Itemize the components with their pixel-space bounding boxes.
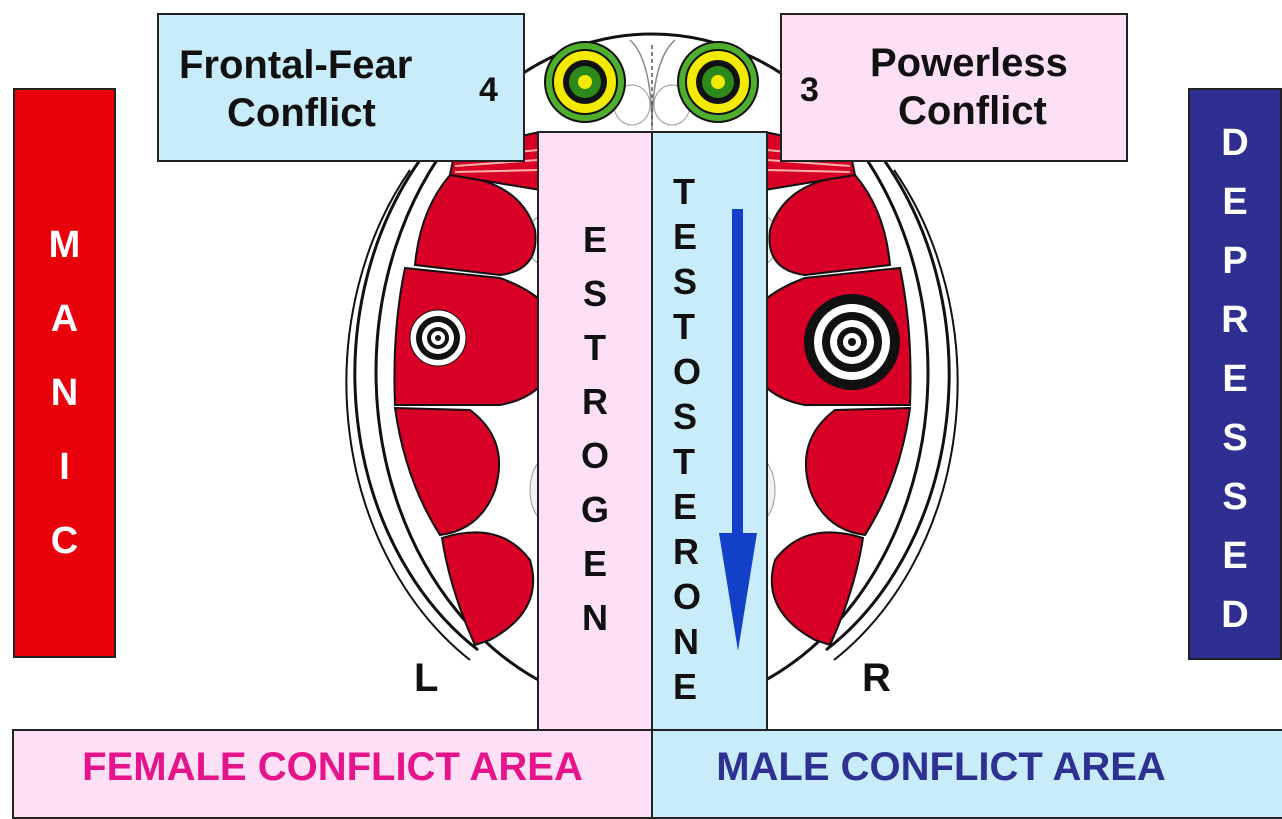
left-lobe-4 [440, 531, 535, 647]
testosterone-letter: E [673, 216, 698, 257]
estrogen-letter: T [584, 327, 606, 368]
testosterone-down-arrow-icon [719, 209, 757, 651]
manic-letter: I [59, 446, 70, 488]
right-lobe-3 [804, 406, 912, 537]
right-lobe-1 [768, 173, 892, 277]
frontal-fear-number: 4 [479, 71, 498, 109]
manic-letter: M [48, 224, 81, 266]
estrogen-letter: E [582, 219, 607, 260]
manic-letter: N [50, 372, 79, 414]
manic-letter: C [50, 520, 79, 562]
depressed-letter: P [1222, 240, 1248, 282]
testosterone-letter: T [673, 306, 695, 347]
depressed-letter: S [1222, 476, 1248, 518]
left-hemisphere-lobes [393, 173, 562, 647]
testosterone-column: T E S T O S T E R O N E [651, 131, 768, 731]
testosterone-letter: S [673, 396, 698, 437]
left-hemisphere-label: L [414, 656, 439, 700]
testosterone-letter: E [673, 666, 698, 707]
powerless-conflict-box: 3 Powerless Conflict [780, 13, 1128, 162]
female-conflict-area: FEMALE CONFLICT AREA [12, 729, 653, 819]
manic-letter: A [50, 298, 79, 340]
testosterone-letter: E [673, 486, 698, 527]
frontal-fear-conflict-box: Frontal-Fear Conflict 4 [157, 13, 525, 162]
depressed-letter: D [1221, 122, 1249, 164]
testosterone-letter: T [673, 441, 695, 482]
depressed-letter: E [1222, 358, 1248, 400]
right-eye-target [677, 41, 759, 123]
estrogen-letter: S [582, 273, 607, 314]
right-large-target [804, 294, 900, 390]
left-eye-target [544, 41, 626, 123]
right-lobe-4 [770, 531, 865, 647]
manic-bar: M A N I C [13, 88, 116, 658]
depressed-letter: E [1222, 535, 1248, 577]
depressed-letter: E [1222, 181, 1248, 223]
left-lobe-1 [413, 173, 537, 277]
frontal-fear-line2: Conflict [227, 91, 376, 135]
estrogen-letter: R [582, 381, 608, 422]
left-small-target [409, 309, 467, 367]
depressed-letter: R [1221, 299, 1249, 341]
testosterone-letter: R [673, 531, 699, 572]
right-hemisphere-label: R [862, 656, 891, 700]
powerless-line1: Powerless [870, 41, 1068, 85]
estrogen-column: E S T R O G E N [537, 131, 653, 731]
powerless-line2: Conflict [898, 89, 1047, 133]
testosterone-letter: N [673, 621, 699, 662]
powerless-number: 3 [800, 71, 819, 109]
estrogen-letter: O [580, 435, 609, 476]
left-inner-ring [353, 159, 479, 652]
female-conflict-label: FEMALE CONFLICT AREA [82, 745, 583, 789]
depressed-letter: D [1221, 594, 1249, 636]
frontal-fear-line1: Frontal-Fear [179, 43, 413, 87]
right-inner-ring [825, 159, 951, 652]
male-conflict-label: MALE CONFLICT AREA [716, 745, 1166, 789]
estrogen-letter: G [580, 489, 609, 530]
estrogen-letter: N [582, 597, 608, 638]
left-lobe-3 [393, 406, 501, 537]
depressed-bar: D E P R E S S E D [1188, 88, 1282, 660]
testosterone-letter: T [673, 171, 695, 212]
right-outer-ring [833, 169, 959, 661]
left-outer-ring [345, 169, 471, 661]
male-conflict-area: MALE CONFLICT AREA [651, 729, 1282, 819]
estrogen-letter: E [582, 543, 607, 584]
depressed-letter: S [1222, 417, 1248, 459]
testosterone-letter: S [673, 261, 698, 302]
testosterone-letter: O [673, 351, 702, 392]
testosterone-letter: O [673, 576, 702, 617]
